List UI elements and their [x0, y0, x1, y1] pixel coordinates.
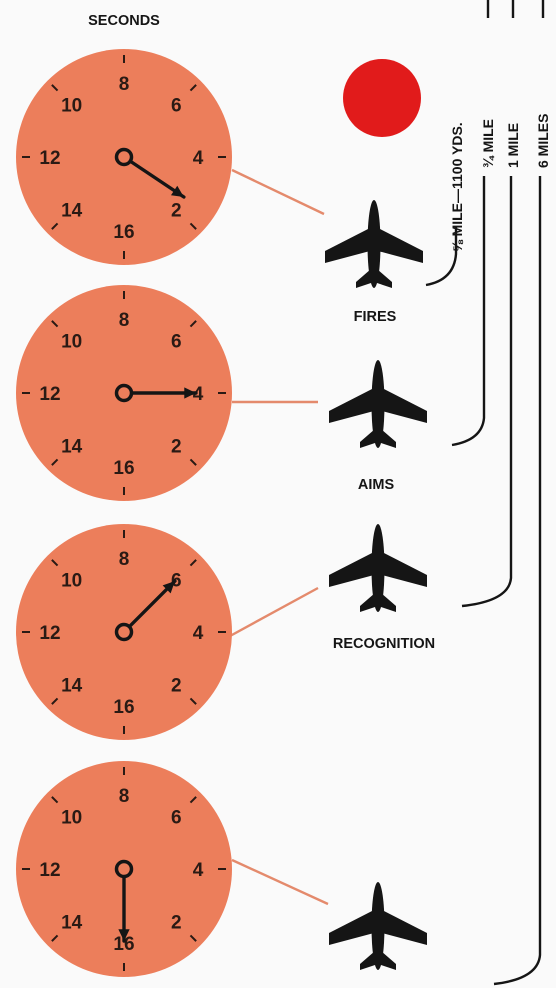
- connector-line-1: [231, 168, 325, 216]
- clock-tick: [189, 458, 197, 466]
- distance-label-6-miles: 6 MILES: [535, 114, 551, 168]
- clock-hub: [114, 383, 134, 403]
- clock-number: 12: [39, 860, 60, 881]
- clock-tick: [189, 84, 197, 92]
- seconds-title: SECONDS: [88, 13, 160, 29]
- clock-hand-arrowhead: [162, 581, 175, 594]
- clock-tick: [51, 697, 59, 705]
- clock-number: 2: [171, 436, 182, 457]
- label-aims: AIMS: [358, 477, 395, 493]
- clock-number: 2: [171, 912, 182, 933]
- clock-number: 10: [61, 96, 82, 117]
- clock-tick: [51, 320, 59, 328]
- clock-number: 8: [119, 549, 130, 570]
- clock-number: 14: [61, 912, 83, 933]
- distance-label-5-8-mile: ⅝ MILE—1100 YDS.: [449, 122, 465, 252]
- clock-hand: [122, 155, 186, 199]
- range-bracket-6-miles: [493, 176, 542, 986]
- distance-label-1-mile: 1 MILE: [505, 123, 521, 168]
- clock-tick: [51, 222, 59, 230]
- clock-number: 4: [193, 148, 204, 169]
- clock-number: 12: [39, 148, 60, 169]
- clock-number: 12: [39, 623, 60, 644]
- clock-number: 16: [113, 934, 134, 955]
- clock-number: 14: [61, 200, 83, 221]
- clock-number: 14: [61, 675, 83, 696]
- clock-number: 10: [61, 571, 82, 592]
- clock-tick: [189, 559, 197, 567]
- clock-number: 4: [193, 384, 204, 405]
- label-fires: FIRES: [354, 309, 397, 325]
- clock-number: 12: [39, 384, 60, 405]
- clock-number: 16: [113, 222, 134, 243]
- clock-number: 10: [61, 332, 82, 353]
- clock-hand-arrowhead: [184, 387, 196, 399]
- label-recognition: RECOGNITION: [333, 636, 435, 652]
- clock-number: 6: [171, 96, 182, 117]
- clock-tick: [51, 458, 59, 466]
- clock-number: 2: [171, 200, 182, 221]
- stopwatch-clock-2: 8 6 4 2 16 14 12 10: [16, 285, 232, 501]
- clock-number: 8: [119, 786, 130, 807]
- clock-hub: [114, 622, 134, 642]
- clock-number: 10: [61, 808, 82, 829]
- clock-number: 16: [113, 458, 134, 479]
- range-bracket-5-8-mile: [425, 226, 458, 287]
- aircraft-icon: [329, 524, 427, 612]
- clock-hand: [122, 579, 177, 634]
- clock-tick: [189, 697, 197, 705]
- connector-line-4: [231, 858, 329, 906]
- aircraft-icon: [329, 360, 427, 448]
- clock-tick: [189, 222, 197, 230]
- clock-number: 16: [113, 697, 134, 718]
- clock-tick: [51, 934, 59, 942]
- clock-tick: [189, 320, 197, 328]
- clock-tick: [51, 84, 59, 92]
- aircraft-icon: [325, 200, 423, 288]
- clock-number: 4: [193, 860, 204, 881]
- clock-hand-arrowhead: [170, 185, 184, 198]
- connector-line-3: [229, 586, 319, 638]
- clock-number: 14: [61, 436, 83, 457]
- stopwatch-clock-1: 8 6 4 2 16 14 12 10: [16, 49, 232, 265]
- clock-tick: [51, 796, 59, 804]
- clock-tick: [189, 796, 197, 804]
- signal-dot-icon: [343, 59, 421, 137]
- clock-hub: [114, 147, 134, 167]
- range-bracket-3-4-mile: [451, 176, 486, 447]
- clock-number: 6: [171, 332, 182, 353]
- range-bracket-1-mile: [461, 176, 513, 608]
- clock-number: 4: [193, 623, 204, 644]
- clock-number: 8: [119, 74, 130, 95]
- clock-hand-arrowhead: [118, 929, 130, 941]
- stopwatch-clock-4: 8 6 4 2 16 14 12 10: [16, 761, 232, 977]
- distance-label-3-4-mile: ¾ MILE: [480, 119, 496, 168]
- aircraft-icon: [329, 882, 427, 970]
- clock-number: 8: [119, 310, 130, 331]
- clock-number: 2: [171, 675, 182, 696]
- clock-group: 8642161412108642161412108642161412108642…: [16, 49, 232, 977]
- clock-tick: [51, 559, 59, 567]
- clock-tick: [189, 934, 197, 942]
- clock-hub: [114, 859, 134, 879]
- clock-number: 6: [171, 808, 182, 829]
